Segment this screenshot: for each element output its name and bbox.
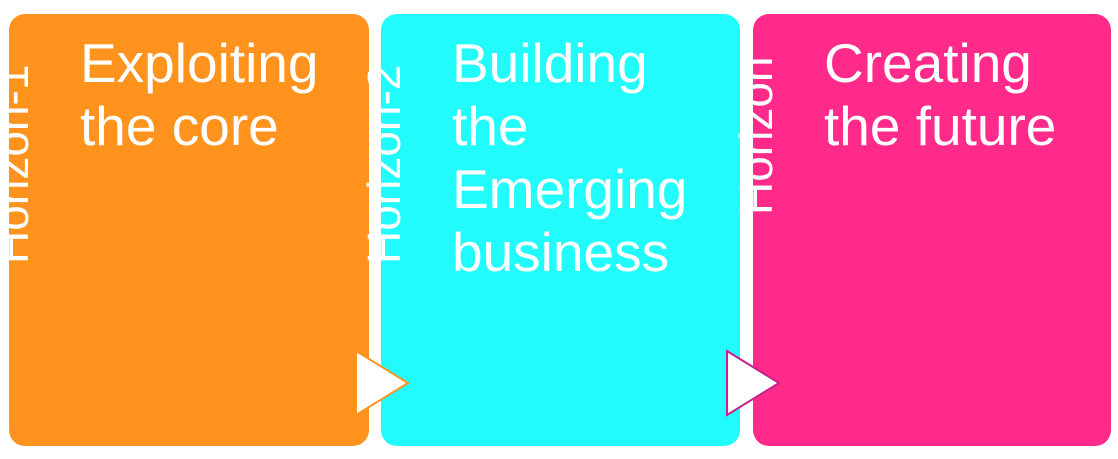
horizon-2-label: Horizon-2: [358, 64, 410, 264]
horizon-1-panel: Horizon-1 Exploiting the core: [0, 14, 369, 446]
horizon-2-title-line: business: [452, 221, 670, 283]
horizon-3-panel: Horizon Creating the future: [730, 14, 1111, 446]
horizon-1-title-line: Exploiting: [80, 32, 319, 94]
horizon-3-label: Horizon: [730, 56, 782, 215]
horizon-3-title: Creating the future: [824, 32, 1056, 158]
horizon-2-panel: Horizon-2 Building the Emerging business: [358, 14, 740, 446]
arrow-right-icon: [355, 349, 410, 417]
horizon-2-title-line: the: [452, 95, 529, 157]
horizon-3-title-line: the future: [824, 95, 1057, 157]
horizon-3-title-line: Creating: [824, 32, 1032, 94]
arrow-right-icon: [726, 349, 781, 417]
horizon-1-title-line: the core: [80, 95, 279, 157]
horizon-2-title-line: Building: [452, 32, 648, 94]
horizon-1-title: Exploiting the core: [80, 32, 318, 158]
horizon-2-title: Building the Emerging business: [452, 32, 687, 284]
horizon-1-label: Horizon-1: [0, 64, 38, 264]
horizon-2-title-line: Emerging: [452, 158, 688, 220]
